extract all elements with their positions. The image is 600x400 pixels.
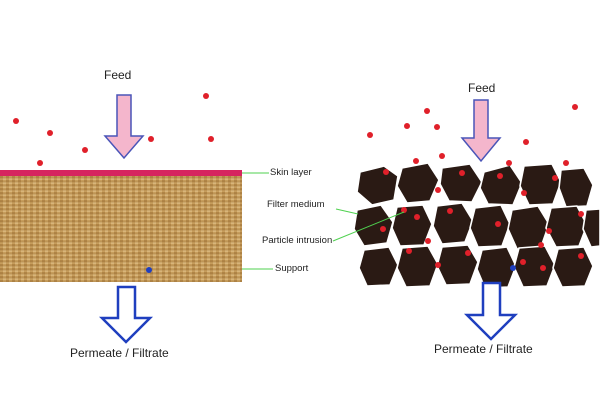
left-feed-label: Feed xyxy=(104,68,132,82)
particle-intrusion-label: Particle intrusion xyxy=(262,235,333,246)
left-feed-arrow xyxy=(103,94,145,160)
support-label: Support xyxy=(275,263,309,274)
right-feed-label: Feed xyxy=(468,81,496,95)
left-permeate-label: Permeate / Filtrate xyxy=(70,346,169,360)
right-permeate-label: Permeate / Filtrate xyxy=(434,342,533,356)
filter-medium xyxy=(353,162,600,289)
left-intruded-particle xyxy=(146,267,152,273)
left-permeate-arrow xyxy=(98,285,154,344)
right-permeate-arrow xyxy=(463,281,519,341)
filter-medium-label: Filter medium xyxy=(267,199,325,210)
right-feed-arrow xyxy=(460,99,502,163)
right-particles xyxy=(367,104,584,271)
right-label-pointers xyxy=(332,208,405,242)
skin-layer xyxy=(0,170,242,176)
right-intruded-particle xyxy=(510,265,516,271)
left-label-pointers xyxy=(242,172,273,270)
left-feed-particles xyxy=(13,93,214,166)
skin-layer-label: Skin layer xyxy=(270,167,312,178)
support-layer xyxy=(0,174,242,282)
